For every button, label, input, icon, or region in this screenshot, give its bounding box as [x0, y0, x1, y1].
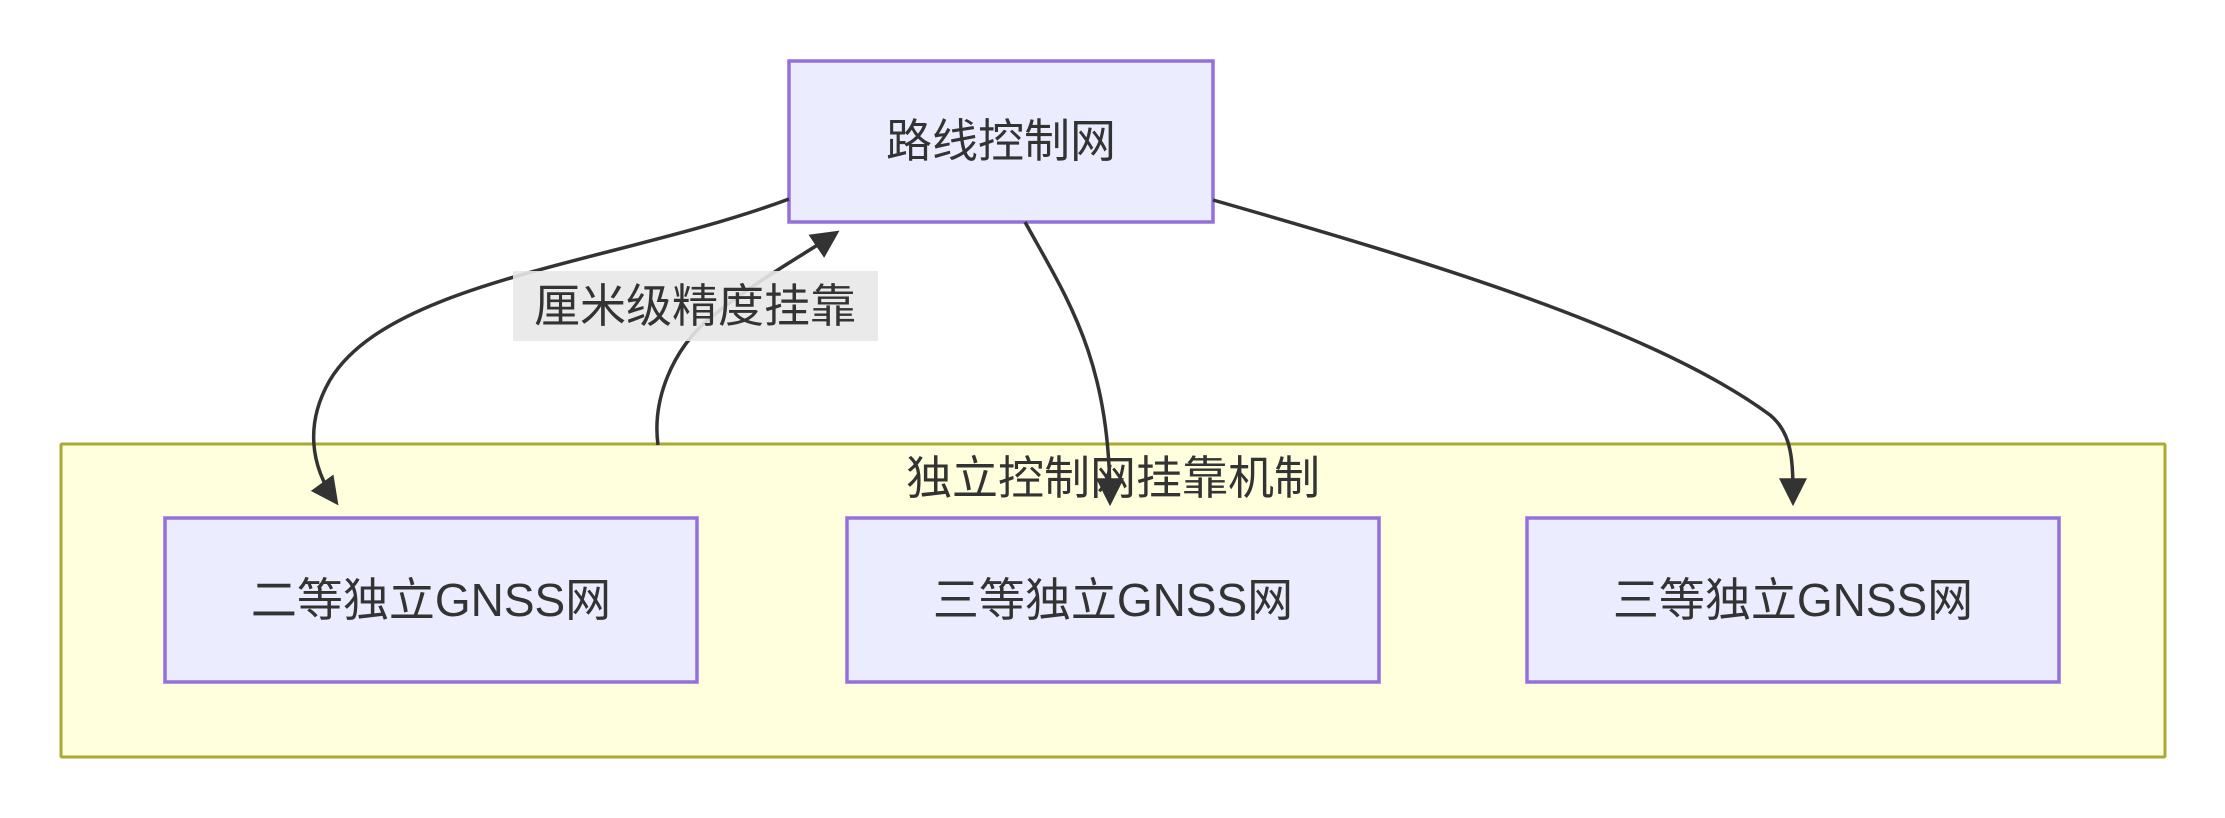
- node-third-class-gnss-1-label: 三等独立GNSS网: [933, 574, 1293, 626]
- route-control-network-label: 路线控制网: [886, 115, 1116, 167]
- route-control-network-node: 路线控制网: [787, 59, 1215, 224]
- route-control-network-rect: [787, 59, 1215, 224]
- node-second-class-gnss-rect: [163, 516, 699, 684]
- edge-label-bg: [513, 271, 878, 341]
- node-third-class-gnss-2-label: 三等独立GNSS网: [1613, 574, 1973, 626]
- edge-route-to-third-class-2: [1212, 198, 1807, 507]
- edge-label-cm-precision: 厘米级精度挂靠: [513, 271, 878, 341]
- node-second-class-gnss: 二等独立GNSS网: [163, 516, 699, 684]
- node-third-class-gnss-1-rect: [845, 516, 1381, 684]
- node-third-class-gnss-2: 三等独立GNSS网: [1525, 516, 2061, 684]
- cluster-title: 独立控制网挂靠机制: [906, 452, 1320, 504]
- node-second-class-gnss-label: 二等独立GNSS网: [251, 574, 611, 626]
- edge-label-text: 厘米级精度挂靠: [534, 280, 856, 332]
- edge-route-to-third-class-1: [1023, 221, 1124, 507]
- node-third-class-gnss-1: 三等独立GNSS网: [845, 516, 1381, 684]
- node-third-class-gnss-2-rect: [1525, 516, 2061, 684]
- edge-route-to-second-class: [310, 197, 790, 506]
